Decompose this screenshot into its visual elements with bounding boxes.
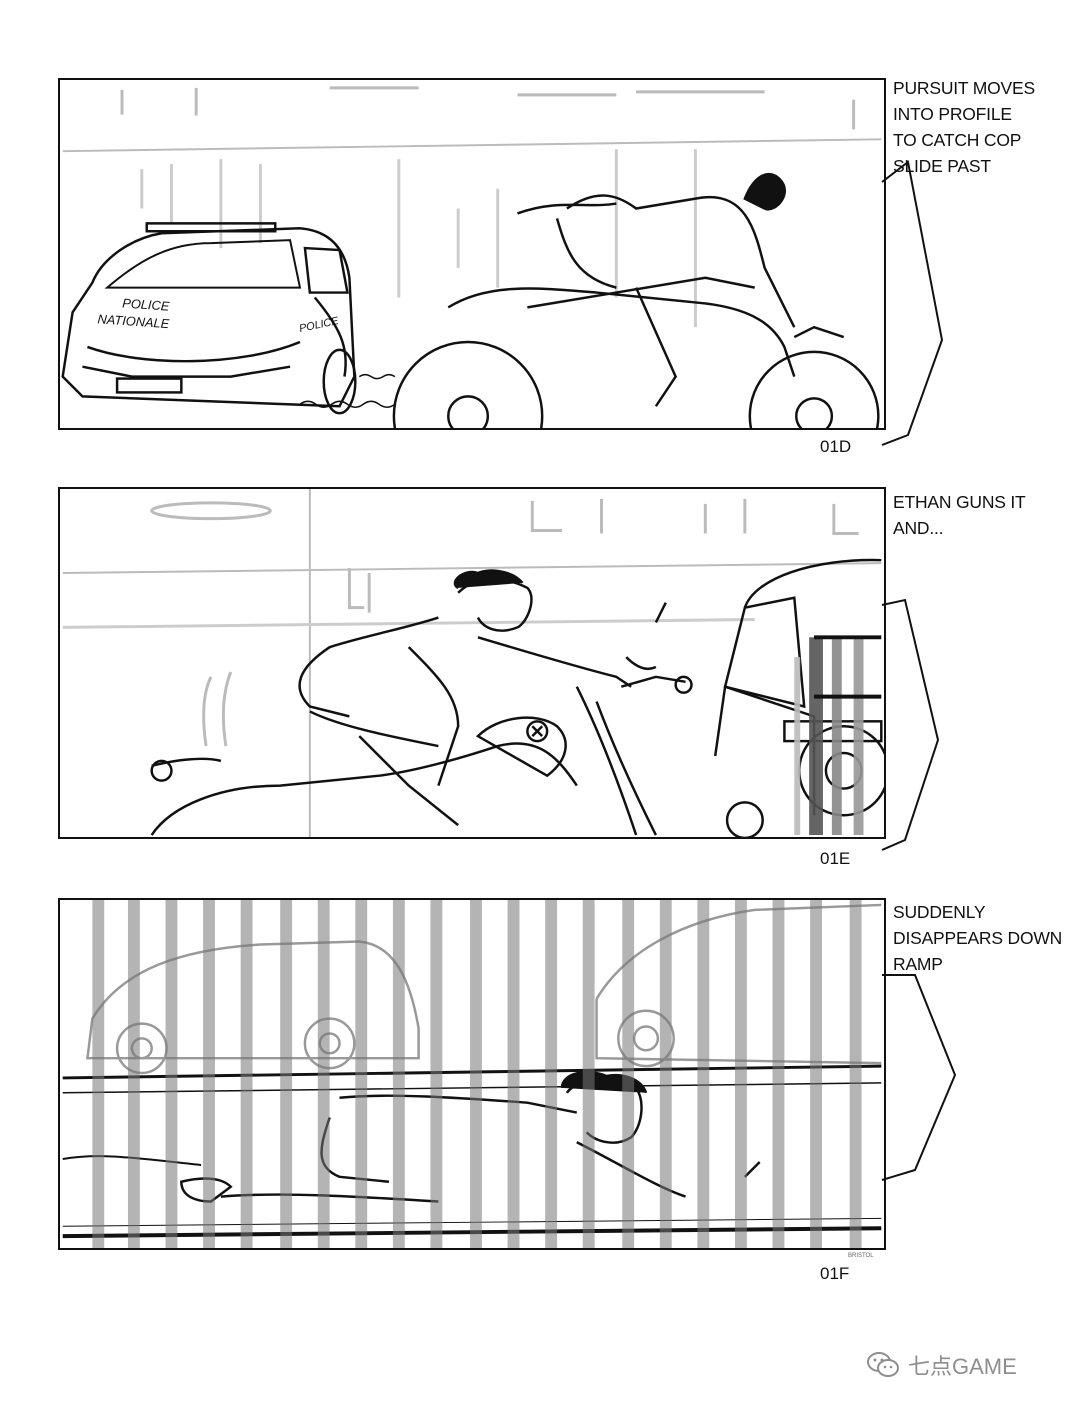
panel-01f-arrow-icon [881, 974, 957, 1181]
storyboard-panel-01e [58, 487, 886, 839]
artist-signature: BRISTOL [848, 1253, 874, 1259]
panel-01e-shot-id: 01E [820, 849, 851, 868]
ethan-rider [298, 569, 632, 827]
hood-text-line1: POLICE [122, 295, 170, 313]
panel-01e-drawing [62, 489, 884, 837]
foreground-bars [92, 900, 862, 1248]
watermark-label: 七点GAME [908, 1354, 1017, 1379]
panel-01f-drawing [62, 900, 882, 1248]
panel-01d-shot-id: 01D [820, 437, 852, 456]
panel-01d-drawing: POLICE NATIONALE POLICE [61, 86, 882, 428]
storyboard-panel-01d: POLICE NATIONALE POLICE [58, 78, 886, 430]
storyboard-panel-01f [58, 898, 886, 1250]
door-text: POLICE [298, 315, 340, 335]
hood-text-line2: NATIONALE [97, 311, 170, 331]
watermark: 七点GAME [866, 1348, 1017, 1382]
panel-01d-arrow-icon [881, 160, 944, 446]
motorcycle-rider [392, 173, 880, 428]
police-car [61, 222, 357, 415]
panel-01f-shot-id: 01F [820, 1264, 850, 1283]
panel-01e-caption: ETHAN GUNS IT AND... [893, 492, 1026, 538]
panel-01d-caption: PURSUIT MOVES INTO PROFILE TO CATCH COP … [893, 78, 1035, 176]
motorcycle [150, 602, 764, 837]
panel-01f-caption: SUDDENLY DISAPPEARS DOWN RAMP [893, 902, 1063, 974]
wechat-icon [867, 1352, 899, 1377]
panel-01e-arrow-icon [881, 598, 940, 851]
